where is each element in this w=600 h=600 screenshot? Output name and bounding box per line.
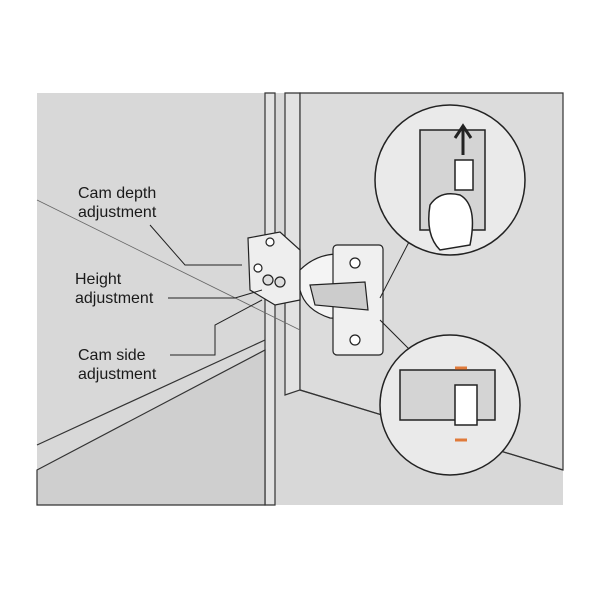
label-cam-depth-adjustment: Cam depth adjustment (78, 184, 156, 222)
label-line: Height (75, 271, 122, 288)
label-line: adjustment (78, 366, 157, 383)
label-line: Cam side (78, 347, 146, 364)
label-line: adjustment (75, 290, 154, 307)
detail-circle-top (374, 104, 526, 256)
callout-lines (149, 224, 411, 356)
label-cam-side-adjustment: Cam side adjustment (78, 346, 156, 384)
label-line: adjustment (78, 204, 157, 221)
label-height-adjustment: Height adjustment (75, 270, 153, 308)
hinge (247, 231, 384, 356)
detail-circle-bottom (379, 334, 521, 476)
label-line: Cam depth (78, 185, 157, 202)
